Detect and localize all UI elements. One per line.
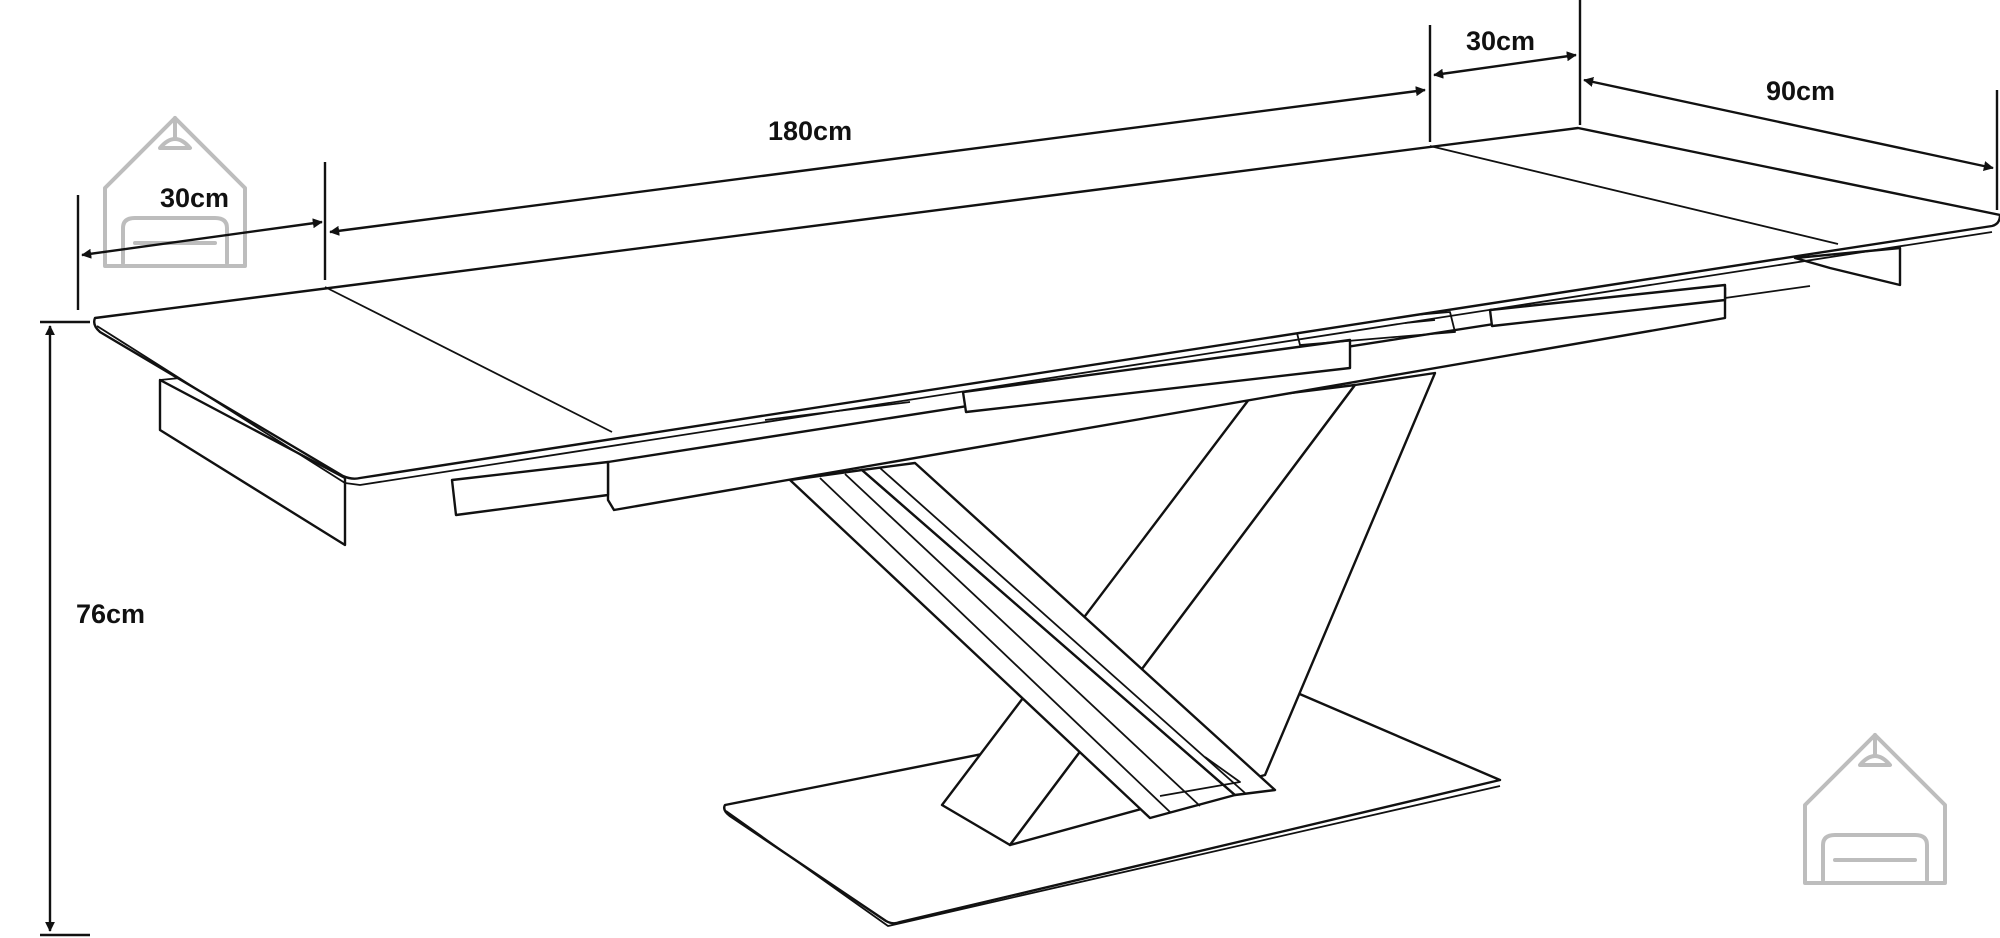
- house-sofa-icon: [1803, 733, 1947, 885]
- height-label: 76cm: [76, 599, 145, 629]
- table-apron: [158, 246, 1902, 547]
- left-extension-label: 30cm: [160, 183, 229, 213]
- depth-label: 90cm: [1766, 76, 1835, 106]
- table-pedestal: [788, 371, 1437, 847]
- table-top: [92, 126, 2000, 486]
- right-extension-label: 30cm: [1466, 26, 1535, 56]
- total-length-label: 180cm: [768, 116, 852, 146]
- dimension-lines: [40, 0, 1999, 937]
